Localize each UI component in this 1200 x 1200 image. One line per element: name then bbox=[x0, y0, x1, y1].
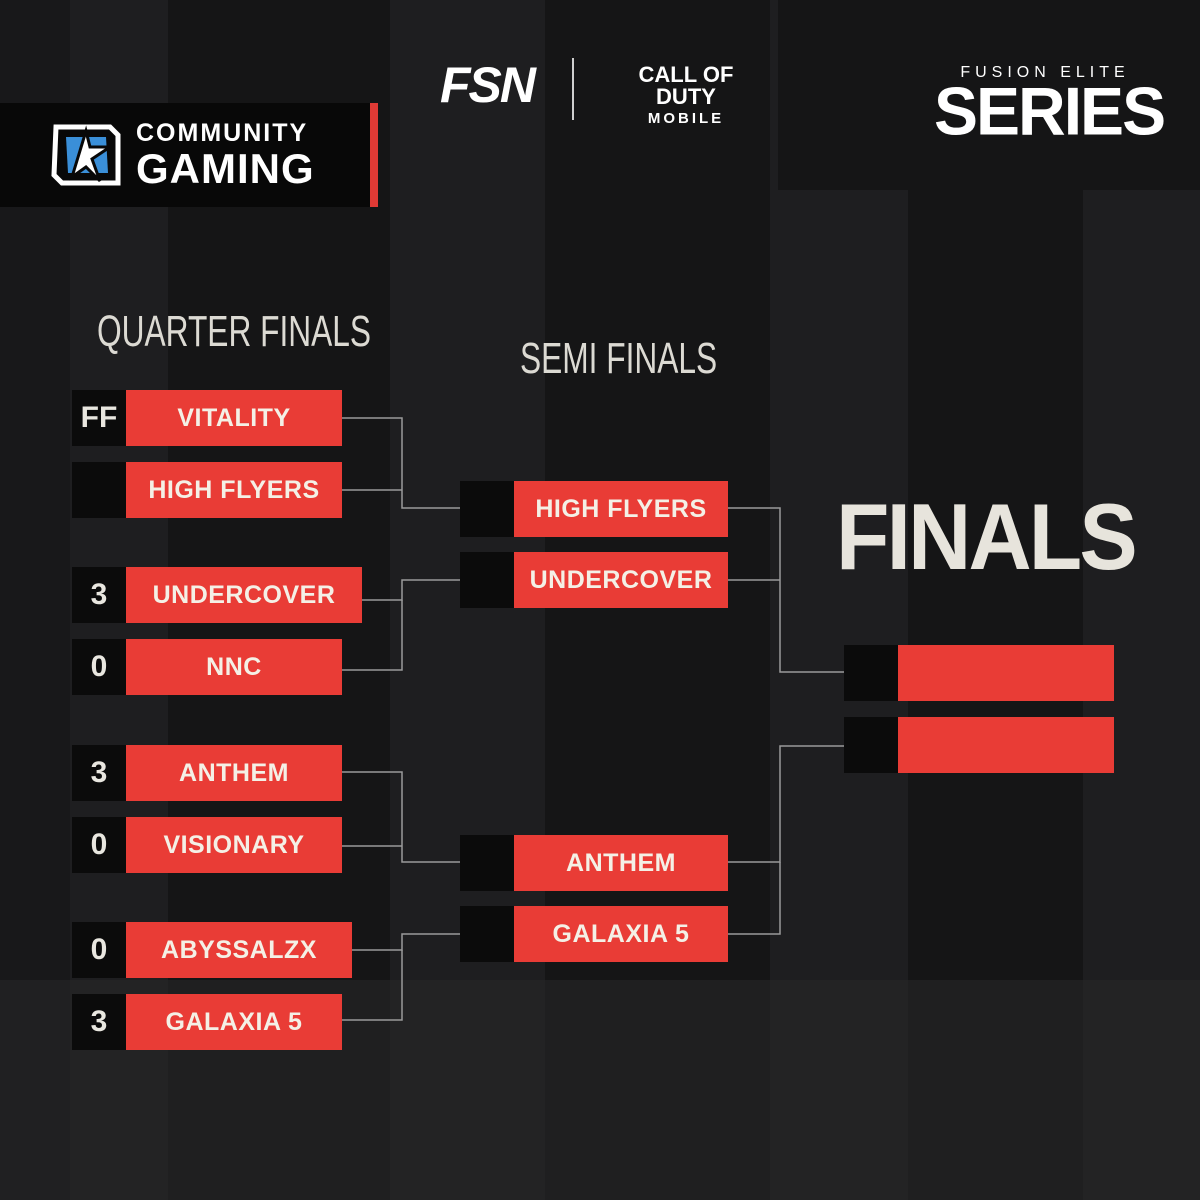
team-name: GALAXIA 5 bbox=[126, 994, 342, 1050]
team-name: NNC bbox=[126, 639, 342, 695]
connector-qf3 bbox=[362, 579, 460, 601]
connector-sf-top bbox=[728, 507, 844, 673]
team-name: HIGH FLYERS bbox=[514, 481, 728, 537]
team-name: VITALITY bbox=[126, 390, 342, 446]
team-score bbox=[460, 552, 514, 608]
team-name: HIGH FLYERS bbox=[126, 462, 342, 518]
team-score: FF bbox=[72, 390, 126, 446]
team-score bbox=[460, 835, 514, 891]
team-score: 3 bbox=[72, 567, 126, 623]
community-gaming-mark-icon bbox=[51, 124, 121, 186]
community-gaming-line2: GAMING bbox=[136, 145, 315, 192]
team-name: GALAXIA 5 bbox=[514, 906, 728, 962]
series-label: SERIES bbox=[934, 73, 1166, 149]
connector-sf-bottom2 bbox=[728, 862, 781, 935]
fsn-logo: FSN bbox=[440, 57, 536, 113]
team-score: 0 bbox=[72, 639, 126, 695]
team-score bbox=[460, 481, 514, 537]
team-name: UNDERCOVER bbox=[514, 552, 728, 608]
logo-accent-bar bbox=[370, 103, 378, 207]
team-score: 3 bbox=[72, 994, 126, 1050]
team-name: VISIONARY bbox=[126, 817, 342, 873]
team-name bbox=[898, 717, 1114, 773]
team-score: 3 bbox=[72, 745, 126, 801]
fusion-elite-label: FUSION ELITE bbox=[960, 64, 1130, 81]
team-score: 0 bbox=[72, 922, 126, 978]
cod-mobile-logo: CALL OF DUTY MOBILE bbox=[622, 62, 750, 128]
connector-qf1 bbox=[342, 417, 460, 509]
team-score bbox=[844, 717, 898, 773]
team-score bbox=[460, 906, 514, 962]
team-score: 0 bbox=[72, 817, 126, 873]
community-gaming-logo: COMMUNITY GAMING bbox=[0, 103, 378, 207]
team-score bbox=[844, 645, 898, 701]
team-name: ANTHEM bbox=[126, 745, 342, 801]
semi-finals-title: SEMI FINALS bbox=[520, 334, 718, 383]
team-name: UNDERCOVER bbox=[126, 567, 362, 623]
cod-subtitle: MOBILE bbox=[647, 110, 725, 127]
quarter-finals-title: QUARTER FINALS bbox=[97, 307, 372, 356]
connector-qf7 bbox=[352, 933, 460, 951]
connector-sf-bottom bbox=[728, 745, 844, 863]
community-gaming-line1: COMMUNITY bbox=[136, 119, 309, 147]
cod-title: CALL OF DUTY bbox=[638, 62, 734, 109]
team-name: ABYSSALZX bbox=[126, 922, 352, 978]
connector-qf8 bbox=[342, 950, 403, 1021]
connector-qf5 bbox=[342, 771, 460, 863]
finals-title: FINALS bbox=[836, 484, 1138, 589]
logo-divider bbox=[572, 58, 574, 120]
team-name bbox=[898, 645, 1114, 701]
team-score bbox=[72, 462, 126, 518]
team-name: ANTHEM bbox=[514, 835, 728, 891]
connector-qf4 bbox=[342, 600, 403, 671]
